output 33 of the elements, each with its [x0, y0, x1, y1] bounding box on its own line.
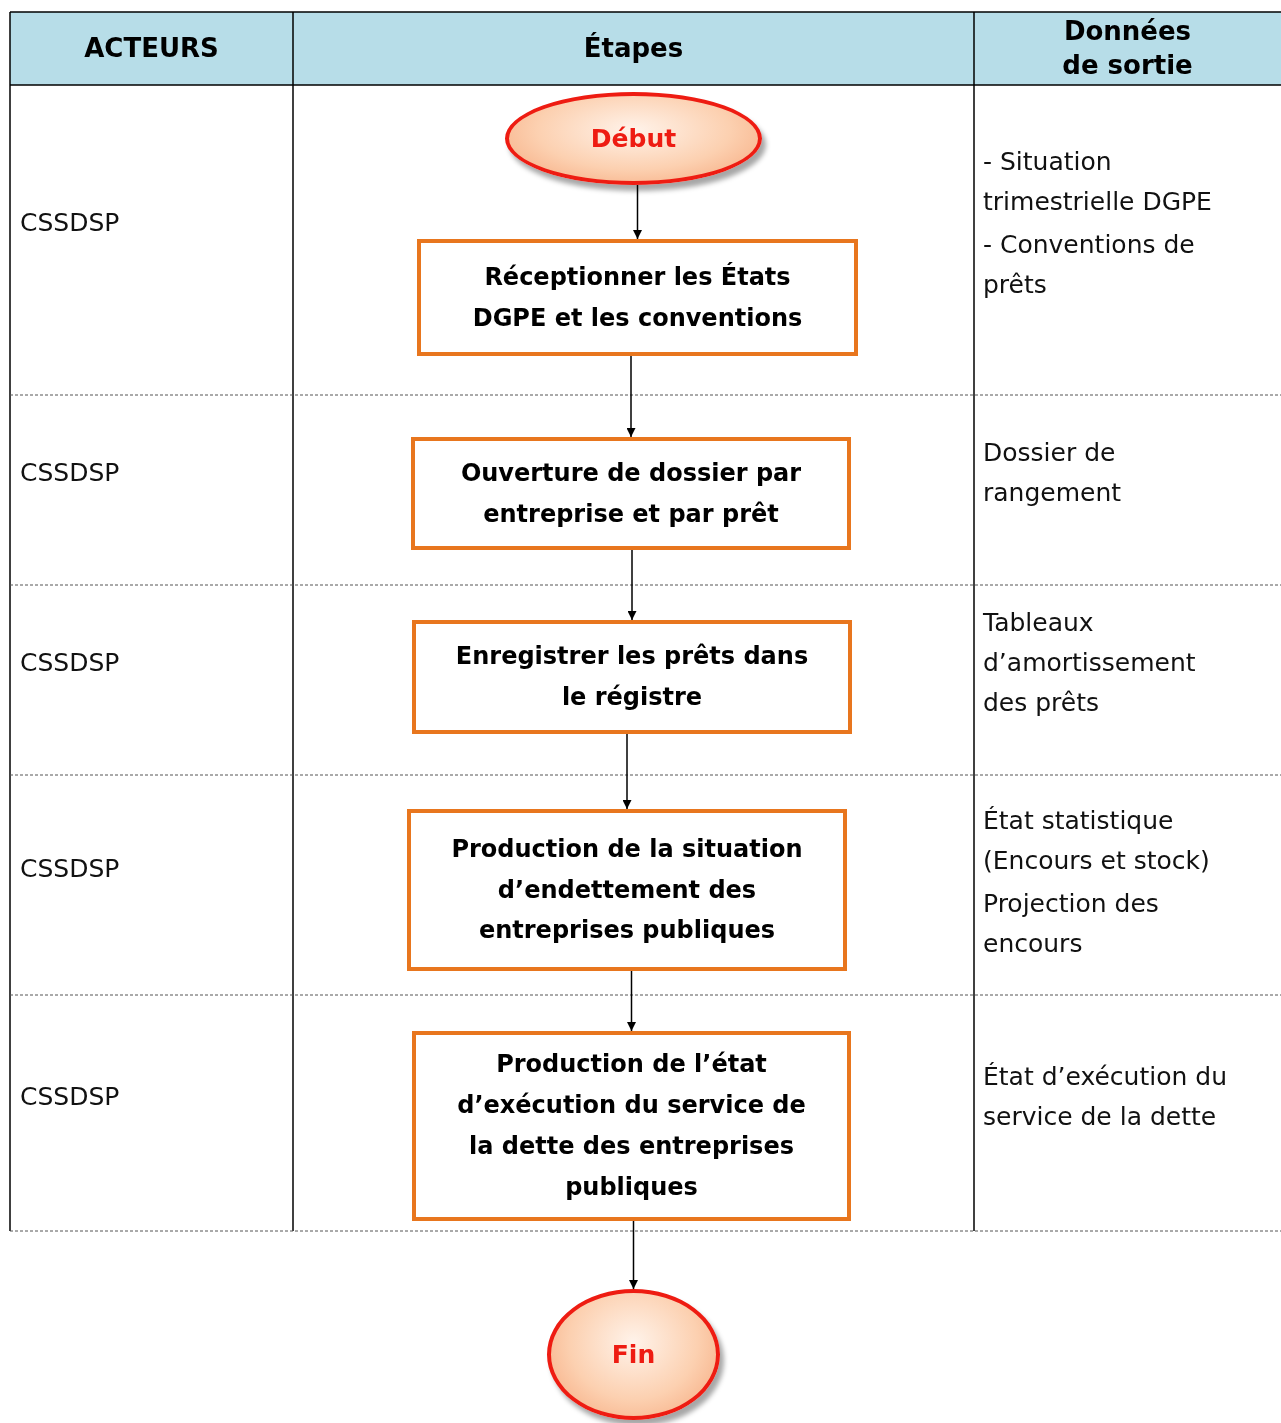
- column-header: ACTEURS: [84, 31, 219, 65]
- output-text: - Situation trimestrielle DGPE: [983, 146, 1213, 218]
- output-text: Tableaux d’amortissement des prêts: [983, 607, 1197, 719]
- output-text: État statistique (Encours et stock): [983, 805, 1211, 877]
- step-label: Réceptionner les États DGPE et les conventions: [471, 261, 804, 334]
- column-header: Étapes: [583, 31, 684, 65]
- step-label: Production de l’état d’exécution du service de la dette des entreprises publiques: [456, 1049, 807, 1203]
- step-label: Production de la situation d’endettement des entreprises publiques: [450, 833, 804, 947]
- actor-name: CSSDSP: [20, 853, 121, 885]
- process-box: [417, 239, 858, 356]
- arrow: [627, 549, 637, 621]
- output-text: - Conventions de prêts: [983, 229, 1196, 301]
- output-text: État d’exécution du service de la dette: [983, 1061, 1228, 1133]
- actor-name: CSSDSP: [20, 1081, 121, 1113]
- process-box: [411, 437, 851, 550]
- column-header: Données de sortie: [1061, 14, 1194, 82]
- step-label: Enregistrer les prêts dans le régistre: [454, 641, 810, 713]
- terminal-label: Fin: [611, 1340, 656, 1369]
- arrow: [629, 1220, 638, 1290]
- arrow: [622, 733, 632, 810]
- process-box: [412, 1031, 851, 1221]
- arrow: [633, 184, 642, 240]
- actor-name: CSSDSP: [20, 457, 121, 489]
- terminal-label: Début: [590, 124, 677, 153]
- arrow: [627, 970, 636, 1032]
- process-box: [407, 809, 847, 971]
- arrow: [626, 355, 636, 438]
- output-text: Projection des encours: [983, 888, 1160, 960]
- output-text: Dossier de rangement: [983, 437, 1123, 509]
- actor-name: CSSDSP: [20, 647, 121, 679]
- step-label: Ouverture de dossier par entreprise et par prêt: [459, 457, 803, 530]
- process-box: [412, 620, 852, 734]
- actor-name: CSSDSP: [20, 207, 121, 239]
